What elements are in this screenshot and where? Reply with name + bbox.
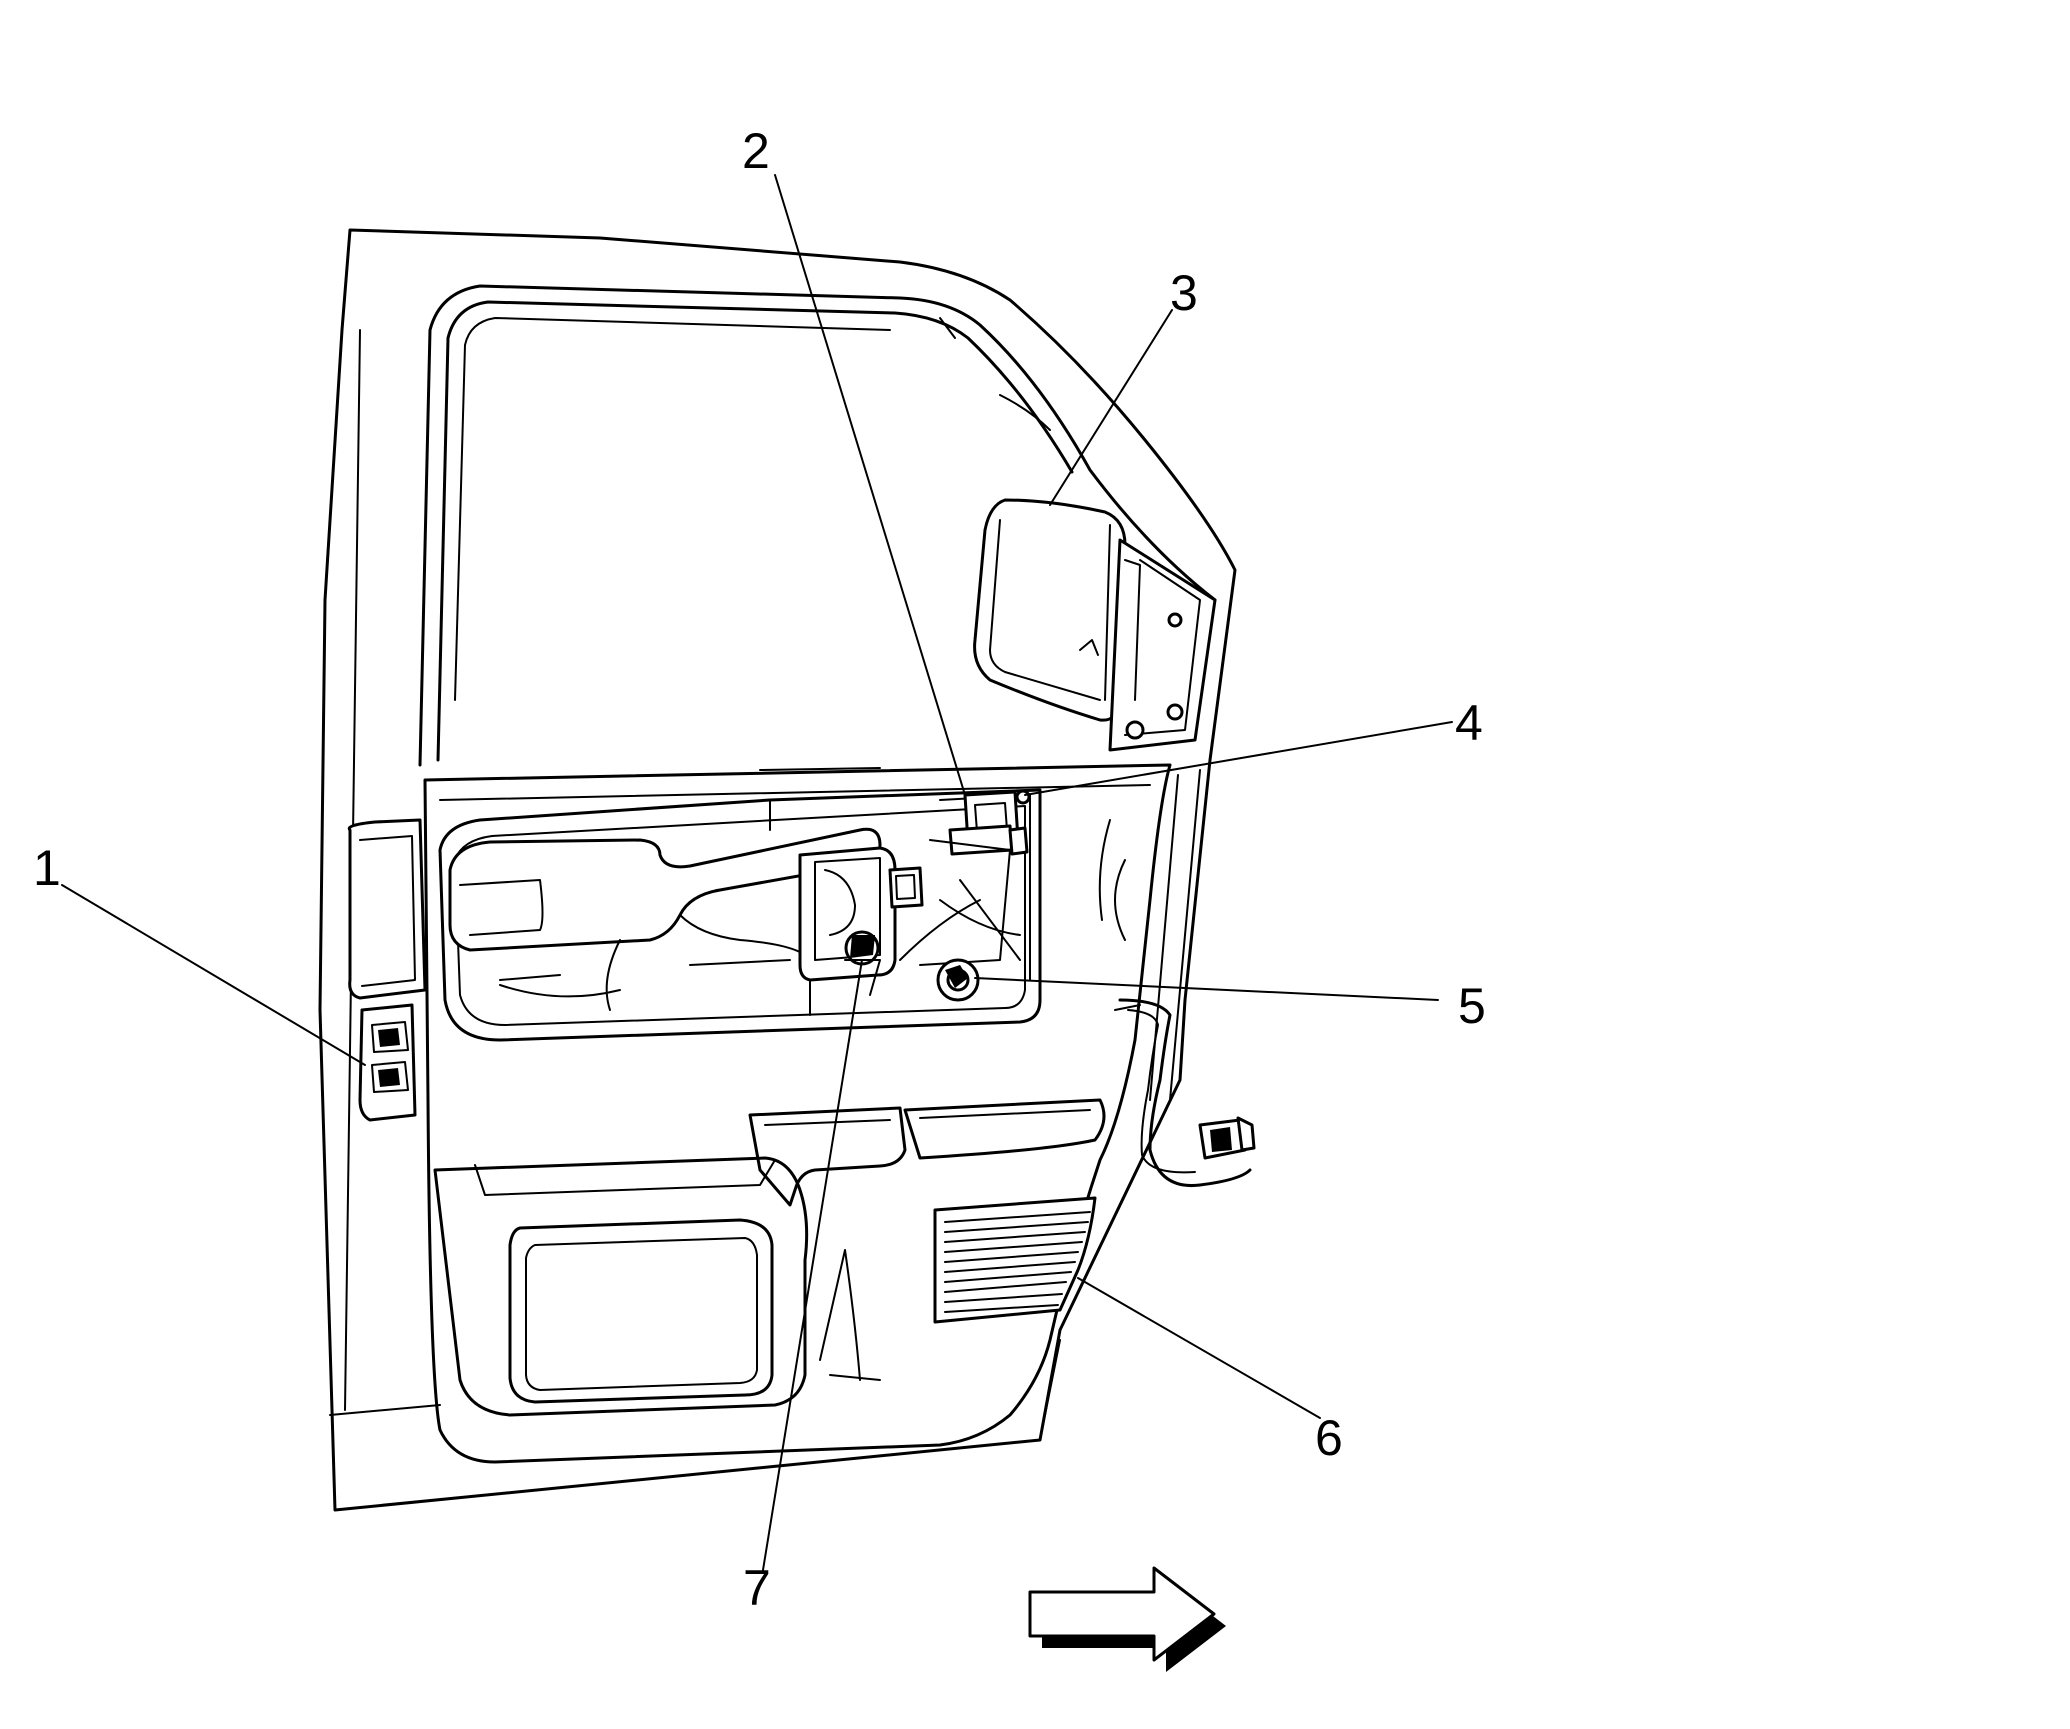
callout-4: 4 xyxy=(1455,695,1483,751)
leader-line-2 xyxy=(774,174,966,796)
callout-1: 1 xyxy=(33,840,61,896)
window-frame xyxy=(418,284,1217,767)
front-direction-arrow-icon xyxy=(1028,1566,1226,1672)
leader-lines xyxy=(61,174,1453,1571)
door-shell xyxy=(318,228,1237,1512)
wiring-harness xyxy=(1114,998,1256,1188)
leader-line-6 xyxy=(1077,1277,1321,1419)
callout-2: 2 xyxy=(742,123,770,179)
leader-line-7 xyxy=(762,959,863,1571)
speaker-grille xyxy=(933,1196,1097,1324)
callout-5: 5 xyxy=(1458,978,1486,1034)
leader-line-4 xyxy=(1024,721,1453,796)
callout-labels: 1 2 3 4 5 6 7 xyxy=(33,123,1486,1616)
outside-mirror xyxy=(973,498,1217,752)
map-pocket xyxy=(433,1098,1106,1417)
callout-6: 6 xyxy=(1315,1410,1343,1466)
callout-7: 7 xyxy=(743,1560,771,1616)
door-trim-panel xyxy=(423,763,1172,1464)
leader-line-5 xyxy=(974,977,1439,1001)
door-hinge-assembly xyxy=(347,818,427,1122)
callout-3: 3 xyxy=(1170,265,1198,321)
leader-line-3 xyxy=(1049,309,1173,506)
leader-line-1 xyxy=(61,884,366,1066)
